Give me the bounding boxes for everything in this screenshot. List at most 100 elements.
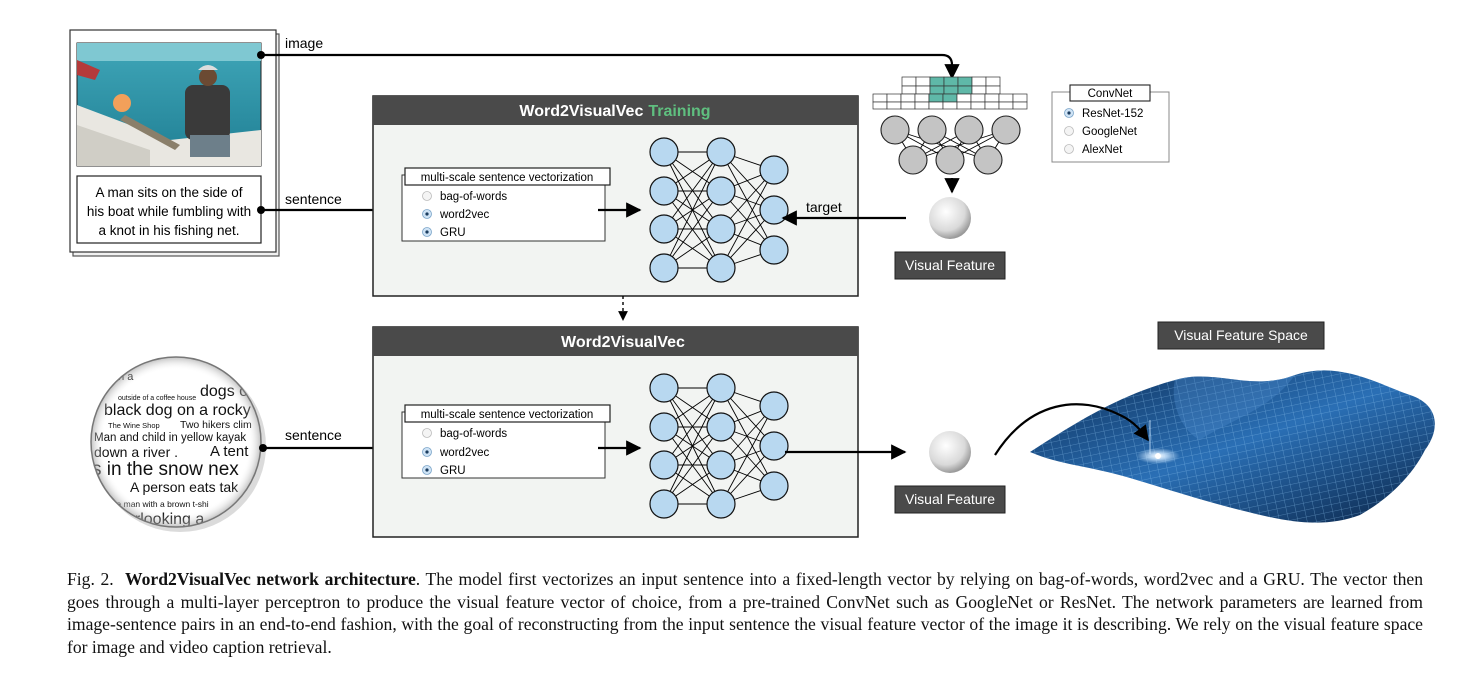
mlp-neuron <box>706 214 736 244</box>
mlp-neuron <box>649 253 679 283</box>
option-word2vec-top[interactable]: word2vec <box>422 209 490 221</box>
option-label: GoogleNet <box>1082 126 1138 138</box>
vectorization-box-top: multi-scale sentence vectorization bag-o… <box>401 167 611 242</box>
mlp-neuron <box>706 253 736 283</box>
mlp-neuron <box>759 391 789 421</box>
feature-space-label: Visual Feature Space <box>1157 321 1325 350</box>
mlp-connection <box>663 387 722 505</box>
mlp-neuron <box>706 450 736 480</box>
inference-panel: Word2VisualVec multi-scale sentence vect… <box>372 326 859 538</box>
grid-cell <box>956 93 972 103</box>
option-label: ResNet-152 <box>1082 108 1143 120</box>
grid-cell <box>901 76 917 87</box>
grid-cell <box>985 85 1001 95</box>
grid-cell <box>957 85 973 95</box>
visual-feature-label-bottom: Visual Feature <box>894 485 1006 514</box>
mlp-neuron <box>706 176 736 206</box>
grid-cell <box>942 93 958 103</box>
caption-text: . The model first vectorizes an input se… <box>67 569 1424 657</box>
caption-prefix: Fig. 2. <box>67 569 114 589</box>
inference-panel-title: Word2VisualVec <box>561 334 685 351</box>
option-label: AlexNet <box>1082 144 1123 156</box>
grid-cell <box>872 93 888 103</box>
vectorization-box-bottom: multi-scale sentence vectorization bag-o… <box>401 404 611 479</box>
fisherman-photo <box>76 42 262 167</box>
mlp-neuron <box>706 137 736 167</box>
option-gru-bottom[interactable]: GRU <box>422 465 466 477</box>
option-googlenet[interactable]: GoogleNet <box>1064 126 1138 138</box>
grid-cell <box>872 101 888 110</box>
input-card: A man sits on the side of his boat while… <box>69 29 280 257</box>
conv-neuron <box>917 115 947 145</box>
conv-network <box>880 115 1021 175</box>
mlp-connection <box>663 151 722 269</box>
conv-feature-grid <box>872 76 1028 110</box>
mlp-neuron <box>649 450 679 480</box>
sentence-label-bottom: sentence <box>285 427 342 443</box>
mlp-neuron <box>649 214 679 244</box>
mlp-connection <box>720 169 775 269</box>
option-resnet[interactable]: ResNet-152 <box>1064 108 1144 120</box>
grid-cell <box>942 101 958 110</box>
word-cloud-lens: on adogs on pavementblack dog on a rocky… <box>90 356 266 532</box>
option-word2vec-bottom[interactable]: word2vec <box>422 447 490 459</box>
mlp-neuron <box>759 471 789 501</box>
convnet-options: ConvNet ResNet-152 GoogleNet AlexNet <box>1051 84 1170 163</box>
convnet-title: ConvNet <box>1088 88 1134 100</box>
input-sentence-line-2: his boat while fumbling with <box>87 204 251 219</box>
mlp-connection <box>663 426 722 505</box>
input-sentence-line-3: a knot in his fishing net. <box>98 223 239 238</box>
mlp-connection <box>663 151 722 230</box>
grid-cell <box>901 85 917 95</box>
grid-cell <box>956 101 972 110</box>
grid-cell <box>971 76 987 87</box>
conv-connection <box>912 129 1007 161</box>
mlp-neuron <box>759 235 789 265</box>
conv-neuron <box>898 145 928 175</box>
grid-cell <box>1012 93 1028 103</box>
mlp-neuron <box>649 373 679 403</box>
option-label: GRU <box>440 227 466 239</box>
grid-cell <box>943 85 959 95</box>
grid-cell <box>929 85 945 95</box>
mlp-neuron <box>649 412 679 442</box>
option-gru-top[interactable]: GRU <box>422 227 466 239</box>
mlp-neuron <box>649 489 679 519</box>
grid-cell <box>915 85 931 95</box>
grid-cell <box>984 101 1000 110</box>
svg-text:Visual Feature Space: Visual Feature Space <box>1174 327 1308 343</box>
grid-cell <box>970 101 986 110</box>
image-connector: image <box>257 35 960 80</box>
grid-cell <box>943 76 959 87</box>
mlp-neuron <box>706 373 736 403</box>
vectorization-title-top: multi-scale sentence vectorization <box>421 172 594 184</box>
grid-cell <box>928 101 944 110</box>
convnet-block: Visual Feature target <box>781 76 1028 280</box>
mlp-neuron <box>706 489 736 519</box>
svg-text:Visual Feature: Visual Feature <box>905 257 995 273</box>
mlp-connection <box>663 387 722 466</box>
grid-cell <box>914 101 930 110</box>
visual-feature-sphere-bottom <box>929 431 971 473</box>
grid-cell <box>998 93 1014 103</box>
grid-cell <box>928 93 944 103</box>
grid-cell <box>985 76 1001 87</box>
option-label: word2vec <box>439 209 489 221</box>
figure-caption: Fig. 2. Word2VisualVec network architect… <box>67 568 1423 658</box>
grid-cell <box>1012 101 1028 110</box>
option-bag-of-words-top[interactable]: bag-of-words <box>422 191 508 203</box>
conv-neuron <box>973 145 1003 175</box>
option-bag-of-words-bottom[interactable]: bag-of-words <box>422 428 508 440</box>
image-label: image <box>285 35 323 51</box>
mlp-neuron <box>759 431 789 461</box>
mlp-network-top <box>649 137 789 283</box>
option-label: bag-of-words <box>440 191 507 203</box>
grid-cell <box>900 93 916 103</box>
architecture-diagram: A man sits on the side of his boat while… <box>69 29 1435 538</box>
grid-cell <box>886 101 902 110</box>
caption-bold: Word2VisualVec network architecture <box>125 569 416 589</box>
option-alexnet[interactable]: AlexNet <box>1064 144 1124 156</box>
sentence-label-top: sentence <box>285 191 342 207</box>
